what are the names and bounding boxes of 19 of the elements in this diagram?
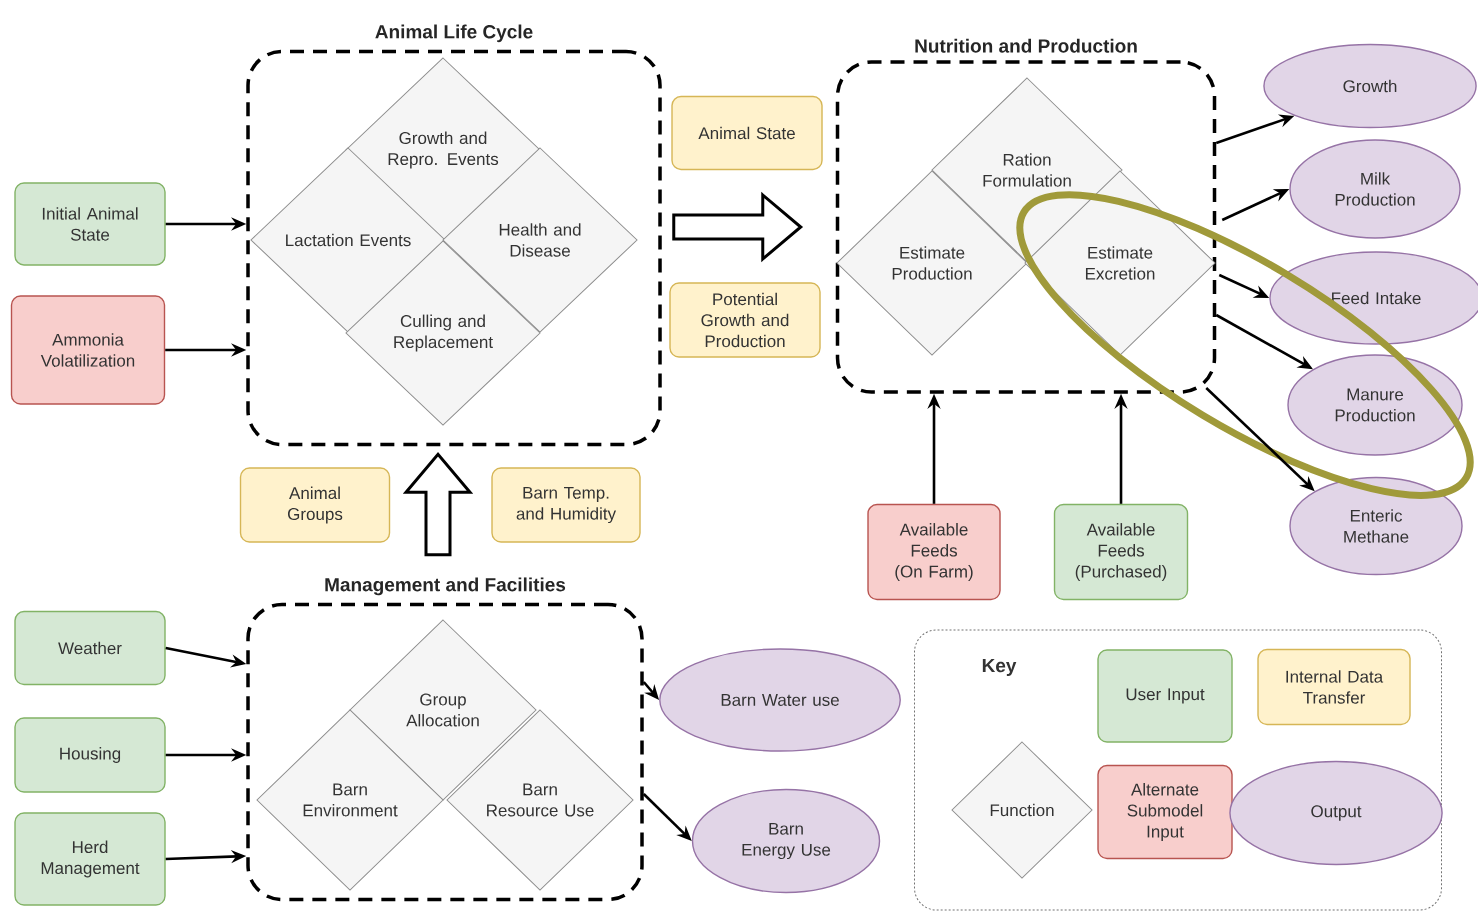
block-arrow bbox=[402, 451, 474, 557]
node-label: Management and Facilities bbox=[325, 577, 566, 596]
data-box: Internal Data Transfer bbox=[1257, 648, 1411, 726]
input-box: Available Feeds (Purchased) bbox=[1053, 503, 1189, 601]
input-box: Alternate Submodel Input bbox=[1097, 764, 1233, 860]
input-box: Available Feeds (On Farm) bbox=[867, 503, 1001, 601]
node-label: Nutrition and Production bbox=[915, 38, 1137, 53]
input-box: Ammonia Volatilization bbox=[10, 295, 166, 405]
input-box: User Input bbox=[1097, 649, 1233, 743]
input-box: Herd Management bbox=[14, 812, 166, 906]
block-arrow bbox=[672, 191, 804, 263]
node-label: Animal Life Cycle bbox=[375, 24, 533, 43]
input-box: Initial Animal State bbox=[14, 182, 166, 266]
data-box: Animal State bbox=[671, 95, 823, 171]
input-box: Housing bbox=[14, 717, 166, 793]
data-box: Animal Groups bbox=[239, 467, 391, 543]
data-box: Barn Temp. and Humidity bbox=[491, 467, 641, 543]
input-box: Weather bbox=[14, 610, 166, 686]
data-box: Potential Growth and Production bbox=[669, 282, 821, 358]
